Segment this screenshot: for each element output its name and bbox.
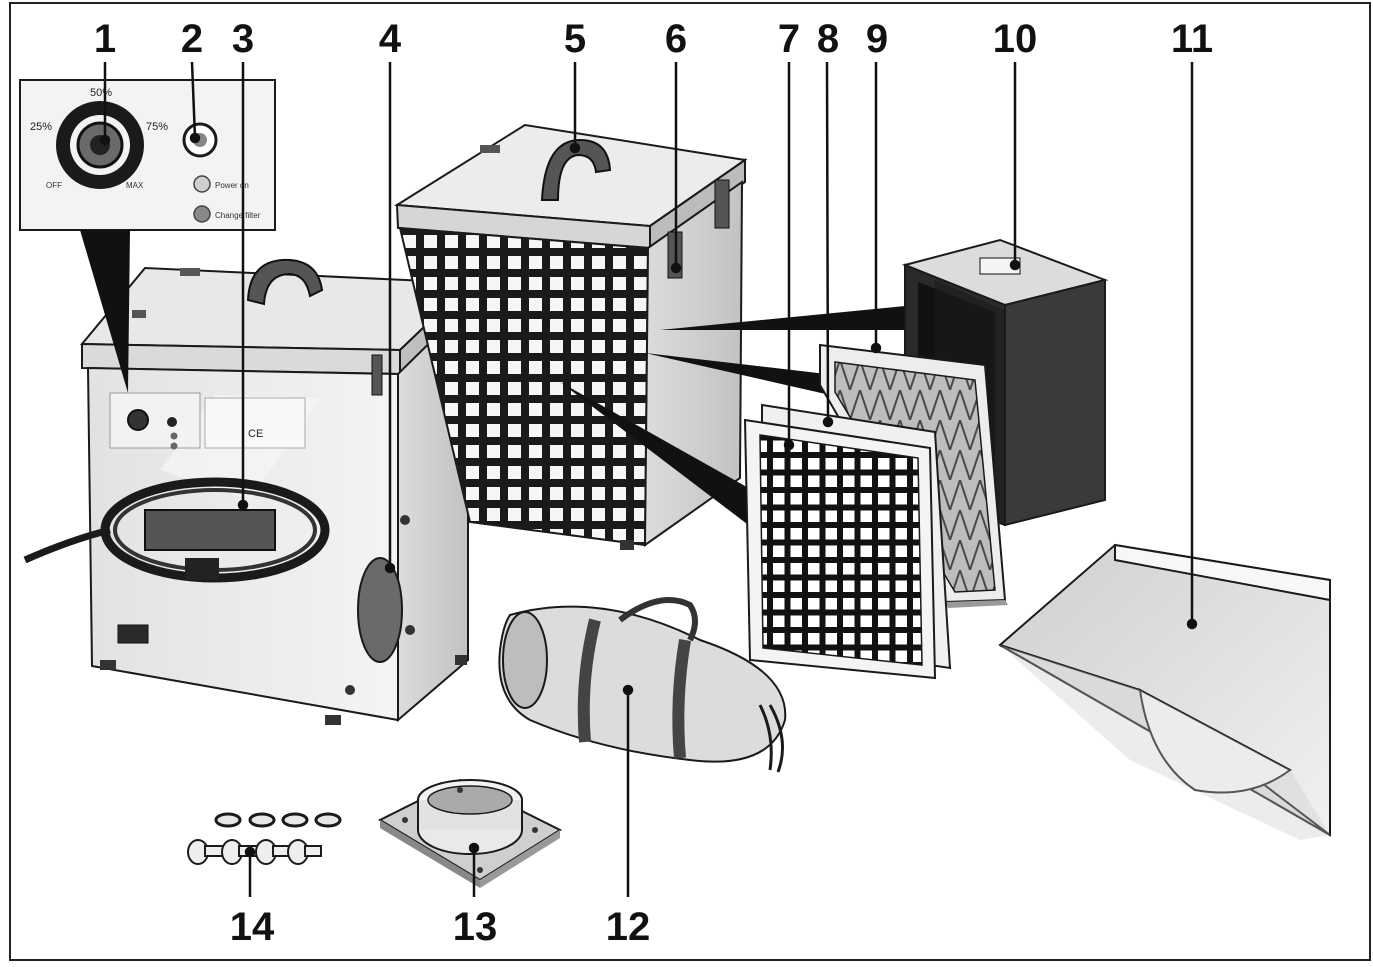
dial-label-off: OFF [46, 181, 62, 190]
dial-label-25: 25% [30, 121, 52, 133]
callout-6: 6 [665, 17, 687, 61]
hood-11 [998, 543, 1331, 840]
power-on-text: Power on [215, 181, 249, 190]
flange-13 [377, 778, 563, 888]
pointer-to-filter-9 [645, 353, 835, 395]
callout-3: 3 [232, 17, 254, 61]
change-filter-text: Change filter [215, 211, 261, 220]
dial-label-75: 75% [146, 121, 168, 133]
change-filter-lamp [193, 205, 211, 223]
callout-4: 4 [379, 17, 402, 61]
callout-13: 13 [453, 905, 498, 949]
callout-1: 1 [94, 17, 116, 61]
callout-9: 9 [866, 17, 888, 61]
callout-11: 11 [1171, 17, 1213, 61]
callout-10: 10 [993, 17, 1038, 61]
callout-12: 12 [606, 905, 651, 949]
control-panel-inset: 25% 50% 75% OFF MAX Power on Change filt… [19, 79, 276, 393]
ce-label: CE [248, 428, 263, 440]
screws-washers-14 [187, 812, 342, 865]
callout-2: 2 [181, 17, 203, 61]
callout-7: 7 [778, 17, 800, 61]
pointer-to-filter-10 [660, 306, 905, 330]
dial-label-max: MAX [126, 181, 144, 190]
frame-border [9, 2, 1371, 961]
air-cleaner-unit-middle [393, 123, 748, 550]
callout-numbers: 1 2 3 4 5 6 7 8 9 10 11 12 13 14 [94, 17, 1213, 949]
power-on-lamp [193, 175, 211, 193]
callout-8: 8 [817, 17, 839, 61]
pointer-to-filter-7 [560, 382, 770, 530]
filter-7-grille [743, 418, 937, 680]
callout-14: 14 [230, 905, 275, 949]
leader-lines [99, 61, 1198, 897]
air-cleaner-unit-left: CE [23, 258, 473, 725]
callout-5: 5 [564, 17, 586, 61]
dial-label-50: 50% [90, 87, 112, 99]
hose-bag-12 [498, 597, 787, 773]
